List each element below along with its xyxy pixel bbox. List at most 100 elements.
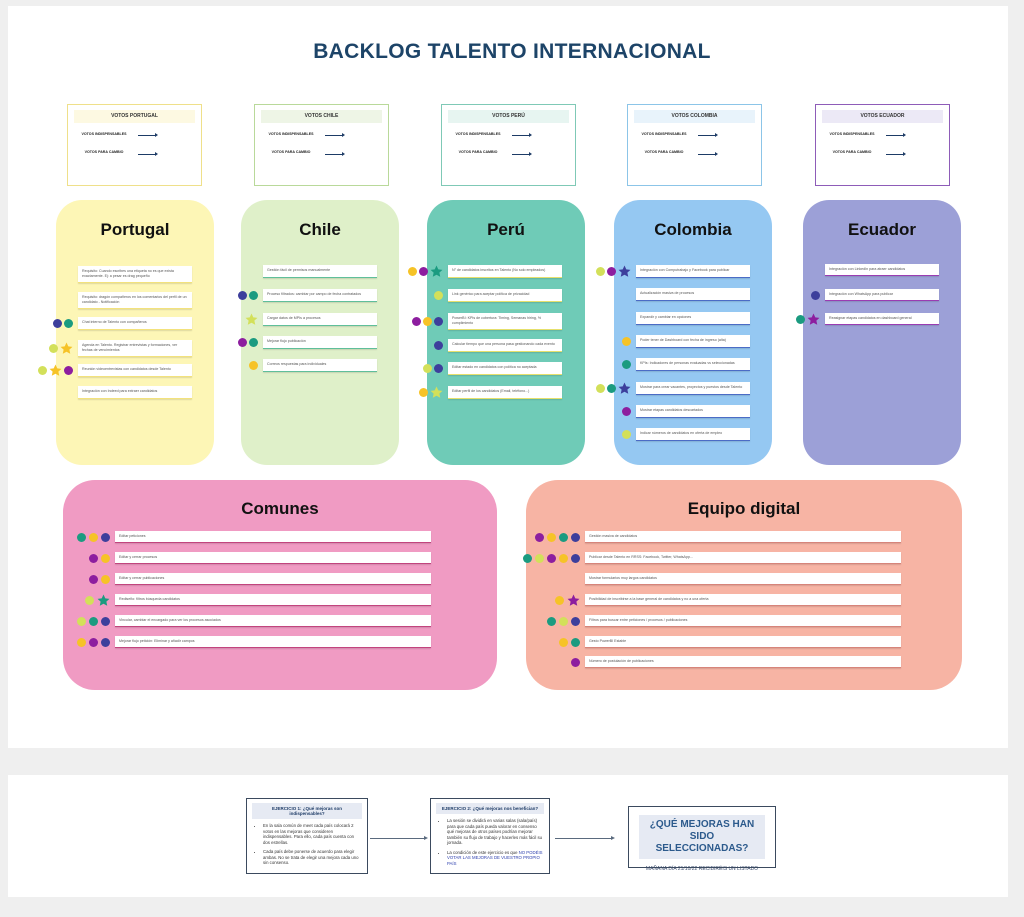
sticky-card[interactable]: Filtros para buscar entre peticiones / p… bbox=[585, 615, 901, 627]
exercise-1-item: Cada país debe ponerse de acuerdo para e… bbox=[263, 849, 361, 866]
sticky-card[interactable]: Proceso filtrados: cambiar por campo de … bbox=[263, 289, 377, 302]
vote-markers bbox=[434, 339, 443, 352]
lime-vote-dot bbox=[38, 366, 47, 375]
purple-vote-dot bbox=[547, 554, 556, 563]
exercise-1-card[interactable]: EJERCICIO 1: ¿Qué mejoras son indispensa… bbox=[246, 798, 368, 874]
purple-vote-dot bbox=[238, 338, 247, 347]
teal-vote-dot bbox=[89, 617, 98, 626]
vote-markers bbox=[555, 594, 580, 607]
sticky-card[interactable]: Editar y cerrar procesos bbox=[115, 552, 431, 564]
vote-markers bbox=[796, 313, 820, 326]
purple-vote-dot bbox=[622, 407, 631, 416]
vote-box-title: VOTOS CHILE bbox=[261, 110, 382, 123]
vote-markers bbox=[559, 636, 580, 649]
sticky-card[interactable]: Integración con Indeed para extraer cand… bbox=[78, 386, 192, 399]
yellow-vote-dot bbox=[559, 638, 568, 647]
column-ecuador: Ecuador bbox=[803, 200, 961, 465]
sticky-card[interactable]: Integración con WhatsApp para publicar bbox=[825, 289, 939, 301]
vote-markers bbox=[622, 335, 631, 348]
sticky-card[interactable]: Requisito: dragón compañeros en los come… bbox=[78, 292, 192, 309]
exercise-2-card[interactable]: EJERCICIO 2: ¿Qué mejoras nos benefician… bbox=[430, 798, 550, 874]
purple-vote-dot bbox=[419, 267, 428, 276]
navy-vote-dot bbox=[101, 533, 110, 542]
sticky-card[interactable]: Número de postulación de publicaciones bbox=[585, 656, 901, 668]
sticky-card[interactable]: Link genérico para aceptar política de p… bbox=[448, 289, 562, 302]
vote-box[interactable]: VOTOS PORTUGAL VOTOS INDISPENSABLES VOTOS … bbox=[67, 104, 202, 186]
exercise-2-title: EJERCICIO 2: ¿Qué mejoras nos benefician… bbox=[436, 803, 544, 814]
sticky-card[interactable]: Editar y cerrar publicaciones bbox=[115, 573, 431, 585]
sticky-card[interactable]: Reasignar etapas candidatos en dashboard… bbox=[825, 313, 939, 325]
sticky-card[interactable]: N° de candidatos inscritos en Talento (N… bbox=[448, 265, 562, 278]
vote-markers bbox=[622, 358, 631, 371]
sticky-card[interactable]: Posibilidad de inscribirse a la base gen… bbox=[585, 594, 901, 606]
column-perú: Perú bbox=[427, 200, 585, 465]
sticky-card[interactable]: Calcular tiempo que una persona pasa ges… bbox=[448, 339, 562, 352]
vote-box-title: VOTOS PERÚ bbox=[448, 110, 569, 123]
sticky-card[interactable]: Gesto PowerBI Estable bbox=[585, 636, 901, 648]
teal-vote-dot bbox=[622, 360, 631, 369]
sticky-card[interactable]: Poder tener de Dashboard con fecha de in… bbox=[636, 335, 750, 348]
sticky-card[interactable]: Reunión videoentrevistas con candidatos … bbox=[78, 364, 192, 377]
yellow-star-icon bbox=[60, 342, 73, 355]
vote-markers bbox=[535, 531, 580, 544]
result-card[interactable]: ¿QUÉ MEJORAS HAN SIDO SELECCIONADAS? MAÑ… bbox=[628, 806, 776, 872]
sticky-card[interactable]: Mostrar para crear vacantes, proyectos y… bbox=[636, 382, 750, 395]
sticky-card[interactable]: Editar peticiones bbox=[115, 531, 431, 543]
column-title: Ecuador bbox=[847, 220, 917, 239]
arrow-icon bbox=[886, 133, 906, 137]
lime-vote-dot bbox=[535, 554, 544, 563]
sticky-card[interactable]: Expandir y cambiar en opciones bbox=[636, 312, 750, 325]
sticky-card[interactable]: Gestión masiva de candidatos bbox=[585, 531, 901, 543]
sticky-card[interactable]: Requisito: Cuando escribes una etiqueta … bbox=[78, 266, 192, 283]
vote-box-title: VOTOS ECUADOR bbox=[822, 110, 943, 123]
sticky-card[interactable]: Mostrar etapas candidatos descartados bbox=[636, 405, 750, 418]
vote-label-indispensable: VOTOS INDISPENSABLES bbox=[81, 132, 127, 136]
arrow-icon bbox=[698, 152, 718, 156]
sticky-card[interactable]: Editar estado en candidatos con política… bbox=[448, 362, 562, 375]
sticky-card[interactable]: Mejorar flujo publicación bbox=[263, 336, 377, 349]
navy-vote-dot bbox=[434, 317, 443, 326]
sticky-card[interactable]: Actualización masiva de procesos bbox=[636, 288, 750, 301]
teal-vote-dot bbox=[547, 617, 556, 626]
vote-markers bbox=[523, 552, 580, 565]
vote-markers bbox=[85, 594, 110, 607]
column-title: Comunes bbox=[241, 499, 319, 518]
sticky-card[interactable]: Mejorar flujo petición: Eliminar y añadi… bbox=[115, 636, 431, 648]
vote-label-cambio: VOTOS PARA CAMBIO bbox=[84, 150, 124, 154]
sticky-card[interactable]: Gestión fácil de permisos manualmente bbox=[263, 265, 377, 278]
navy-vote-dot bbox=[571, 554, 580, 563]
vote-box-title: VOTOS PORTUGAL bbox=[74, 110, 195, 123]
arrow-icon bbox=[138, 133, 158, 137]
sticky-card[interactable]: Rediseño: filtros búsqueda candidatos bbox=[115, 594, 431, 606]
arrow-connector bbox=[555, 836, 615, 840]
sticky-card[interactable]: Cargar datos de MPIs a procesos bbox=[263, 313, 377, 326]
teal-vote-dot bbox=[77, 533, 86, 542]
vote-markers bbox=[622, 405, 631, 418]
sticky-card[interactable]: Indicar números de candidatos en oferta … bbox=[636, 428, 750, 441]
result-subtitle: MAÑANA DÍA 21/10/22 RECIBIRÉIS UN LISTAD… bbox=[645, 866, 759, 872]
sticky-card[interactable]: Publicar desde Talento en RRSS: Facebook… bbox=[585, 552, 901, 564]
arrow-icon bbox=[512, 133, 532, 137]
sticky-card[interactable]: Integración con LinkedIn para atraer can… bbox=[825, 264, 939, 276]
teal-vote-dot bbox=[523, 554, 532, 563]
sticky-card[interactable]: KPIs: Indicadores de personas evaluadas … bbox=[636, 358, 750, 371]
navy-vote-dot bbox=[571, 617, 580, 626]
vote-markers bbox=[596, 265, 631, 278]
yellow-vote-dot bbox=[101, 575, 110, 584]
sticky-card[interactable]: Chat interno de Talento con compañeros bbox=[78, 317, 192, 330]
vote-markers bbox=[53, 317, 73, 330]
yellow-vote-dot bbox=[249, 361, 258, 370]
vote-markers bbox=[38, 364, 73, 377]
sticky-card[interactable]: Vincular, cambiar el encargado para ver … bbox=[115, 615, 431, 627]
sticky-card[interactable]: Editar perfil de los candidatos (Email, … bbox=[448, 386, 562, 399]
navy-vote-dot bbox=[811, 290, 820, 300]
sticky-card[interactable]: PowerBI: KPIs de cobertura: Timing, Sema… bbox=[448, 313, 562, 330]
sticky-card[interactable]: Mostrar formularios muy largos candidato… bbox=[585, 573, 901, 585]
sticky-card[interactable]: Integración con Computrabajo y Facebook … bbox=[636, 265, 750, 278]
sticky-card[interactable]: Correos respuestas para individuales bbox=[263, 359, 377, 372]
sticky-card[interactable]: Agenda en Talento. Registrar entrevistas… bbox=[78, 340, 192, 357]
